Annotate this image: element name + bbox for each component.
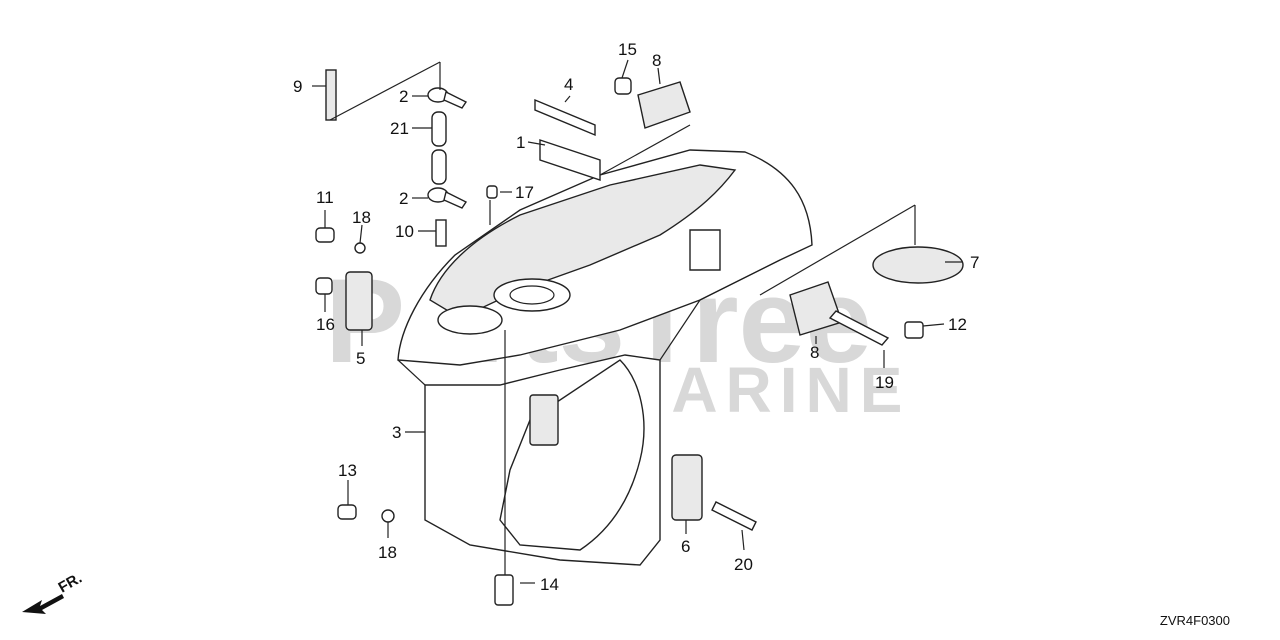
callout-15: 15 <box>618 40 637 59</box>
callout-18-upper: 18 <box>352 208 371 227</box>
callout-12: 12 <box>948 315 967 334</box>
callout-6: 6 <box>681 537 690 556</box>
callout-1: 1 <box>516 133 525 152</box>
callout-8-upper: 8 <box>652 51 661 70</box>
callout-21: 21 <box>390 119 409 138</box>
part-1-pad <box>539 139 601 181</box>
part-6-anode <box>671 454 703 521</box>
callout-17: 17 <box>515 183 534 202</box>
part-19-bolt <box>828 310 890 346</box>
callout-14: 14 <box>540 575 559 594</box>
part-8-pad-upper <box>637 81 691 129</box>
part-13-bolt <box>337 504 357 520</box>
part-17-plug <box>486 185 498 199</box>
callout-8-lower: 8 <box>810 343 819 362</box>
part-7-trim-tab <box>872 246 964 284</box>
front-label: FR. <box>56 570 85 597</box>
callout-10: 10 <box>395 222 414 241</box>
leader-lines <box>312 59 963 584</box>
part-9-stud <box>325 69 337 121</box>
part-20-bolt <box>711 501 757 531</box>
callout-9: 9 <box>293 77 302 96</box>
part-5-anode <box>345 271 373 331</box>
callout-5: 5 <box>356 349 365 368</box>
callout-19: 19 <box>875 373 894 392</box>
part-18-washer-lower <box>381 509 395 523</box>
callout-3: 3 <box>392 423 401 442</box>
part-18-washer-upper <box>354 242 366 254</box>
part-11-bolt <box>315 227 335 243</box>
callout-4: 4 <box>564 75 573 94</box>
callout-18-lower: 18 <box>378 543 397 562</box>
callout-7: 7 <box>970 253 979 272</box>
front-direction-marker: FR. <box>22 570 85 614</box>
small-parts <box>315 69 964 606</box>
callout-20: 20 <box>734 555 753 574</box>
part-12-bolt <box>904 321 924 339</box>
front-arrow-icon <box>22 594 64 614</box>
part-14-bolt <box>494 574 514 606</box>
callout-2-upper: 2 <box>399 87 408 106</box>
part-15-nut <box>614 77 632 95</box>
callout-16: 16 <box>316 315 335 334</box>
diagram-code: ZVR4F0300 <box>1159 613 1230 628</box>
gear-case-housing <box>397 149 813 566</box>
callout-13: 13 <box>338 461 357 480</box>
callouts: 9 2 21 2 17 11 18 10 16 5 1 4 15 8 7 12 … <box>293 40 979 594</box>
part-16-nut <box>315 277 333 295</box>
part-10-fitting <box>435 219 447 247</box>
callout-2-lower: 2 <box>399 189 408 208</box>
part-21-hose <box>431 111 447 147</box>
callout-11: 11 <box>316 188 334 207</box>
part-4-pad <box>534 98 596 137</box>
